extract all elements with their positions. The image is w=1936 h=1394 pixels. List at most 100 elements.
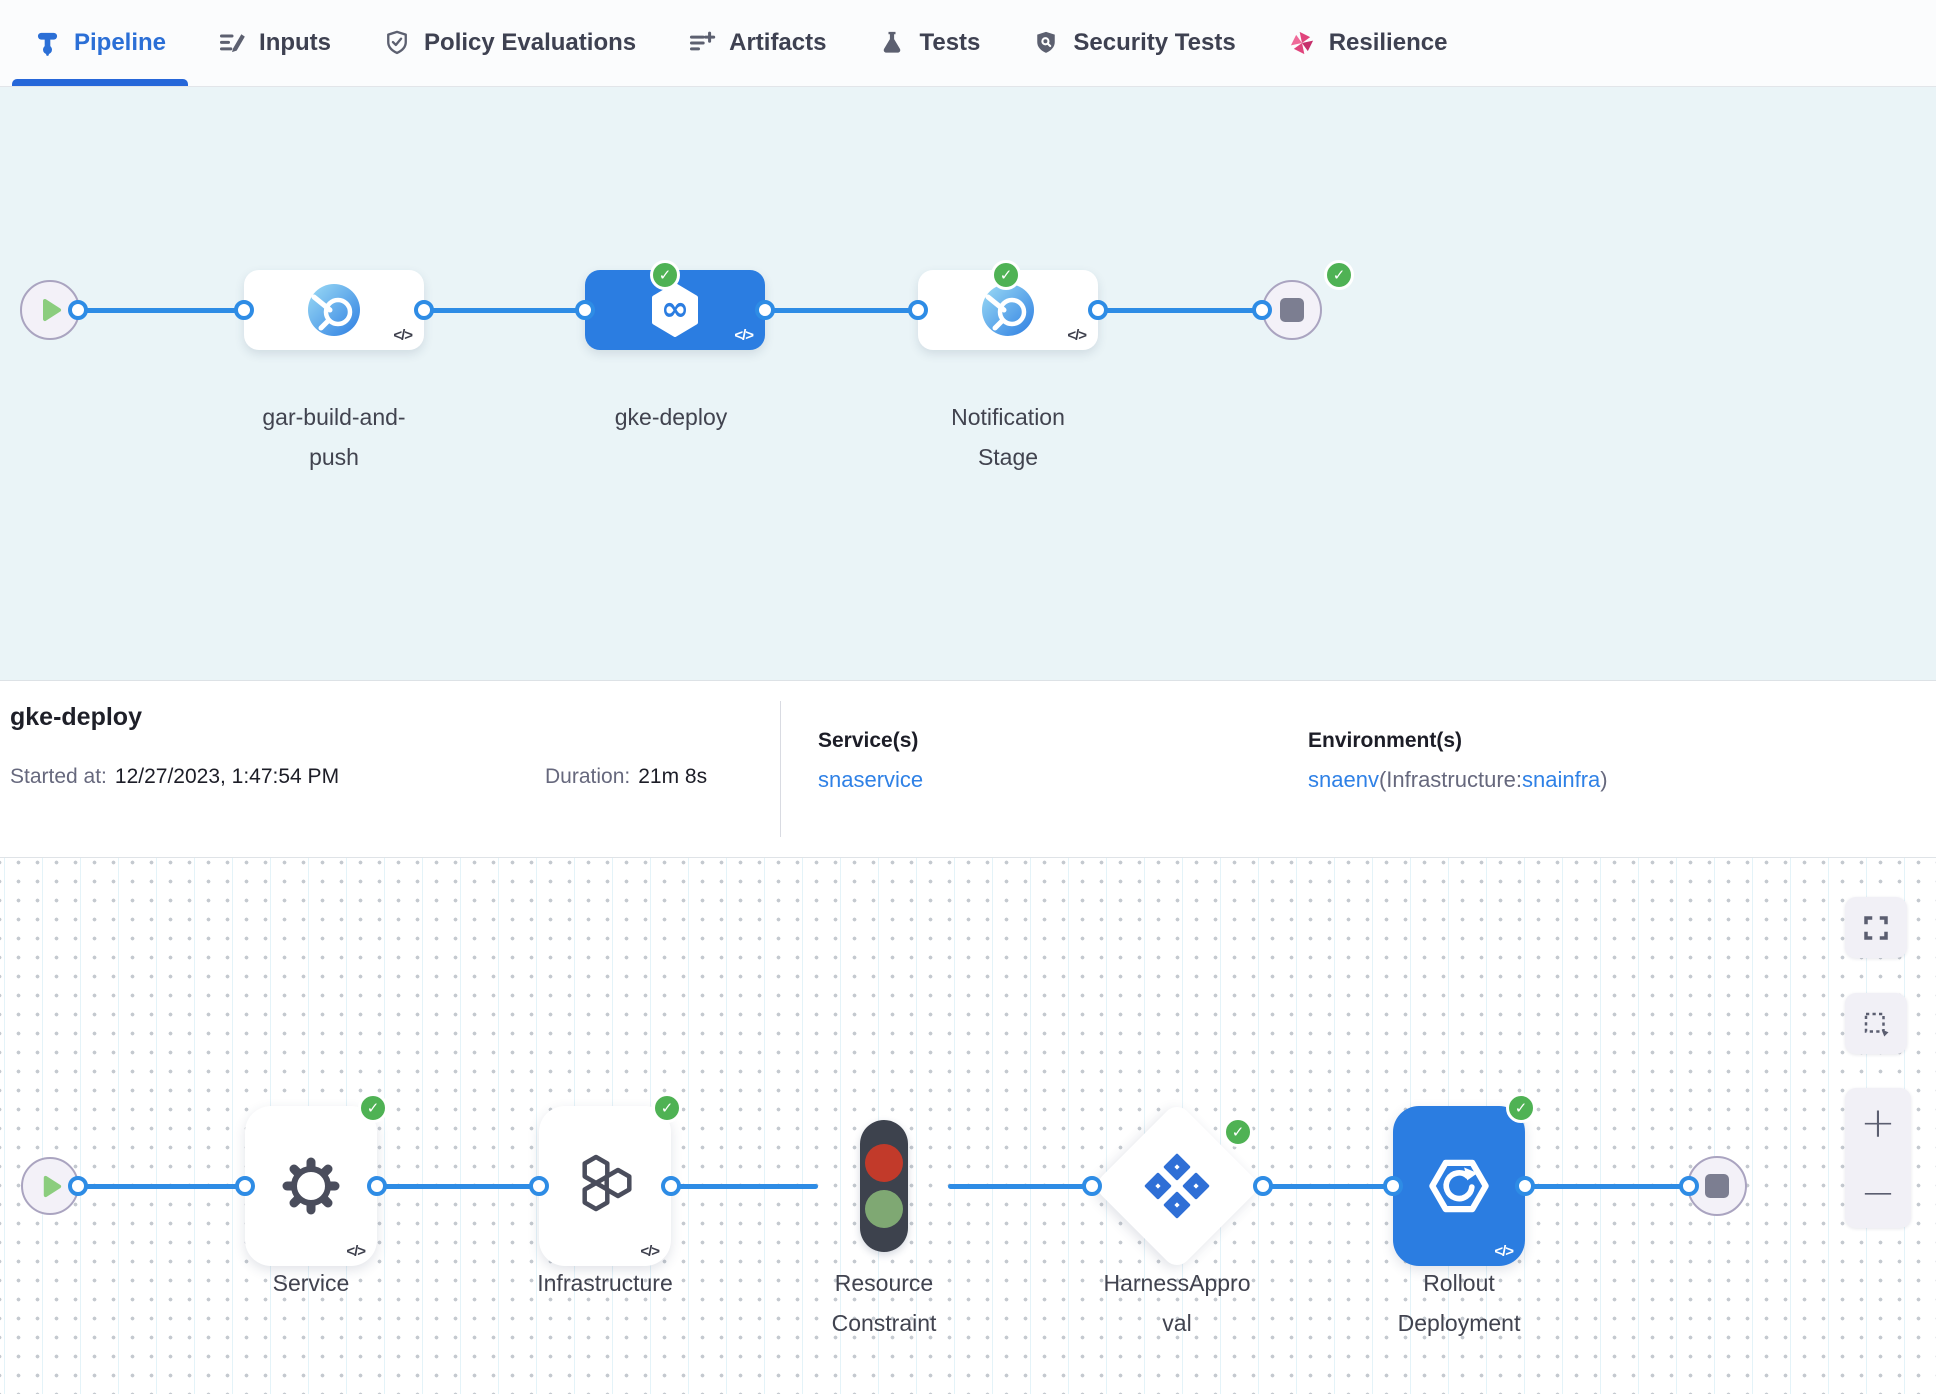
- divider: [780, 701, 781, 837]
- execution-graph-canvas[interactable]: ✓ </> ✓ </> ✓: [0, 858, 1936, 1394]
- gear-icon: [282, 1157, 340, 1215]
- infrastructure-suffix: ): [1600, 767, 1608, 792]
- environment-link-row: snaenv(Infrastructure:snainfra): [1308, 767, 1608, 793]
- edge: [1098, 308, 1262, 313]
- connector-port[interactable]: [1679, 1176, 1699, 1196]
- fullscreen-icon: [1864, 915, 1888, 940]
- connector-port[interactable]: [414, 300, 434, 320]
- code-icon[interactable]: </>: [1494, 1243, 1514, 1260]
- fullscreen-button[interactable]: [1845, 897, 1907, 958]
- status-success-badge: ✓: [1324, 260, 1354, 290]
- code-icon[interactable]: </>: [1067, 327, 1087, 344]
- tab-label: Artifacts: [729, 29, 827, 56]
- connector-port[interactable]: [367, 1176, 387, 1196]
- marquee-select-button[interactable]: [1845, 993, 1907, 1054]
- red-light: [865, 1144, 903, 1182]
- play-icon: [43, 299, 61, 321]
- tab-pipeline[interactable]: Pipeline: [8, 0, 192, 86]
- custom-stage-icon: [982, 284, 1034, 336]
- status-success-badge: ✓: [650, 260, 680, 290]
- infinity-glyph: ∞: [661, 289, 689, 329]
- hexagons-icon: [582, 1154, 632, 1212]
- tab-label: Security Tests: [1073, 29, 1236, 56]
- connector-port[interactable]: [1088, 300, 1108, 320]
- inputs-icon: [220, 34, 245, 53]
- stop-icon: [1280, 298, 1304, 322]
- connector-port[interactable]: [908, 300, 928, 320]
- connector-port[interactable]: [1253, 1176, 1273, 1196]
- started-at-label: Started at:: [10, 765, 107, 788]
- edge: [78, 308, 244, 313]
- step-node-resource-constraint[interactable]: [860, 1120, 908, 1252]
- edge: [377, 1184, 539, 1189]
- stage-label[interactable]: gke-deploy: [614, 404, 728, 430]
- started-at: Started at:12/27/2023, 1:47:54 PM: [10, 765, 339, 789]
- connector-port[interactable]: [755, 300, 775, 320]
- connector-port[interactable]: [68, 1176, 88, 1196]
- tab-label: Pipeline: [74, 29, 167, 56]
- pipeline-icon: [37, 32, 58, 56]
- tab-label: Inputs: [259, 29, 332, 56]
- top-tab-bar: Pipeline Inputs Policy Evaluations Artif…: [0, 0, 1936, 87]
- build-stage-icon: [308, 284, 360, 336]
- step-node-service[interactable]: ✓ </>: [245, 1093, 388, 1266]
- stage-label[interactable]: Notification Stage: [951, 404, 1065, 470]
- environment-link[interactable]: snaenv: [1308, 767, 1379, 792]
- zoom-in-button[interactable]: +: [1845, 1088, 1911, 1158]
- infrastructure-link[interactable]: snainfra: [1522, 767, 1601, 792]
- resilience-pinwheel-icon: [1290, 31, 1313, 55]
- stage-pipeline-canvas[interactable]: ✓ </> ∞ ✓ </> ✓ </> gar-build-and-push g…: [0, 87, 1936, 680]
- stage-label[interactable]: gar-build-and-push: [262, 404, 406, 470]
- zoom-controls: + −: [1845, 1088, 1911, 1228]
- tab-tests[interactable]: Tests: [852, 0, 1006, 86]
- duration-label: Duration:: [545, 765, 631, 788]
- duration-value: 21m 8s: [638, 765, 708, 788]
- connector-port[interactable]: [1383, 1176, 1403, 1196]
- status-success-badge: ✓: [1223, 1117, 1253, 1147]
- connector-port[interactable]: [68, 300, 88, 320]
- tab-label: Tests: [919, 29, 981, 56]
- stage-node-gar-build-and-push[interactable]: ✓ </>: [244, 260, 680, 350]
- stage-details-bar: gke-deploy Started at:12/27/2023, 1:47:5…: [0, 680, 1936, 858]
- flask-icon: [884, 31, 901, 53]
- active-tab-indicator: [12, 79, 189, 86]
- cd-stage-icon: ∞: [652, 283, 698, 337]
- code-icon[interactable]: </>: [393, 327, 413, 344]
- code-icon[interactable]: </>: [640, 1243, 660, 1260]
- code-icon[interactable]: </>: [734, 327, 754, 344]
- connector-port[interactable]: [575, 300, 595, 320]
- shield-search-icon: [1037, 31, 1056, 53]
- service-link[interactable]: snaservice: [818, 767, 924, 792]
- connector-port[interactable]: [661, 1176, 681, 1196]
- code-icon[interactable]: </>: [346, 1243, 366, 1260]
- shield-check-icon: [387, 30, 407, 55]
- step-label[interactable]: Infrastructure: [537, 1270, 673, 1296]
- tab-label: Resilience: [1328, 29, 1448, 56]
- edge: [765, 308, 918, 313]
- zoom-out-button[interactable]: −: [1845, 1158, 1911, 1228]
- connector-port[interactable]: [529, 1176, 549, 1196]
- step-label[interactable]: HarnessApproval: [1103, 1270, 1251, 1336]
- step-label[interactable]: Rollout Deployment: [1397, 1270, 1521, 1336]
- connector-port[interactable]: [1515, 1176, 1535, 1196]
- step-label[interactable]: Service: [272, 1270, 350, 1296]
- connector-port[interactable]: [234, 300, 254, 320]
- connector-port[interactable]: [235, 1176, 255, 1196]
- step-node-rollout-deployment[interactable]: ✓ </>: [1393, 1093, 1536, 1266]
- status-success-badge: ✓: [652, 1093, 682, 1123]
- edge: [1525, 1184, 1689, 1189]
- tab-artifacts[interactable]: Artifacts: [662, 0, 852, 86]
- duration: Duration: 21m 8s: [545, 765, 707, 789]
- tab-policy-evaluations[interactable]: Policy Evaluations: [357, 0, 662, 86]
- step-label[interactable]: Resource Constraint: [831, 1270, 937, 1336]
- edge: [424, 308, 585, 313]
- step-node-infrastructure[interactable]: ✓ </>: [539, 1093, 682, 1266]
- tab-resilience[interactable]: Resilience: [1262, 0, 1474, 86]
- connector-port[interactable]: [1252, 300, 1272, 320]
- edge: [948, 1184, 1092, 1189]
- approval-icon: [1144, 1153, 1210, 1219]
- edge: [1263, 1184, 1393, 1189]
- tab-security-tests[interactable]: Security Tests: [1006, 0, 1261, 86]
- tab-inputs[interactable]: Inputs: [192, 0, 357, 86]
- connector-port[interactable]: [1082, 1176, 1102, 1196]
